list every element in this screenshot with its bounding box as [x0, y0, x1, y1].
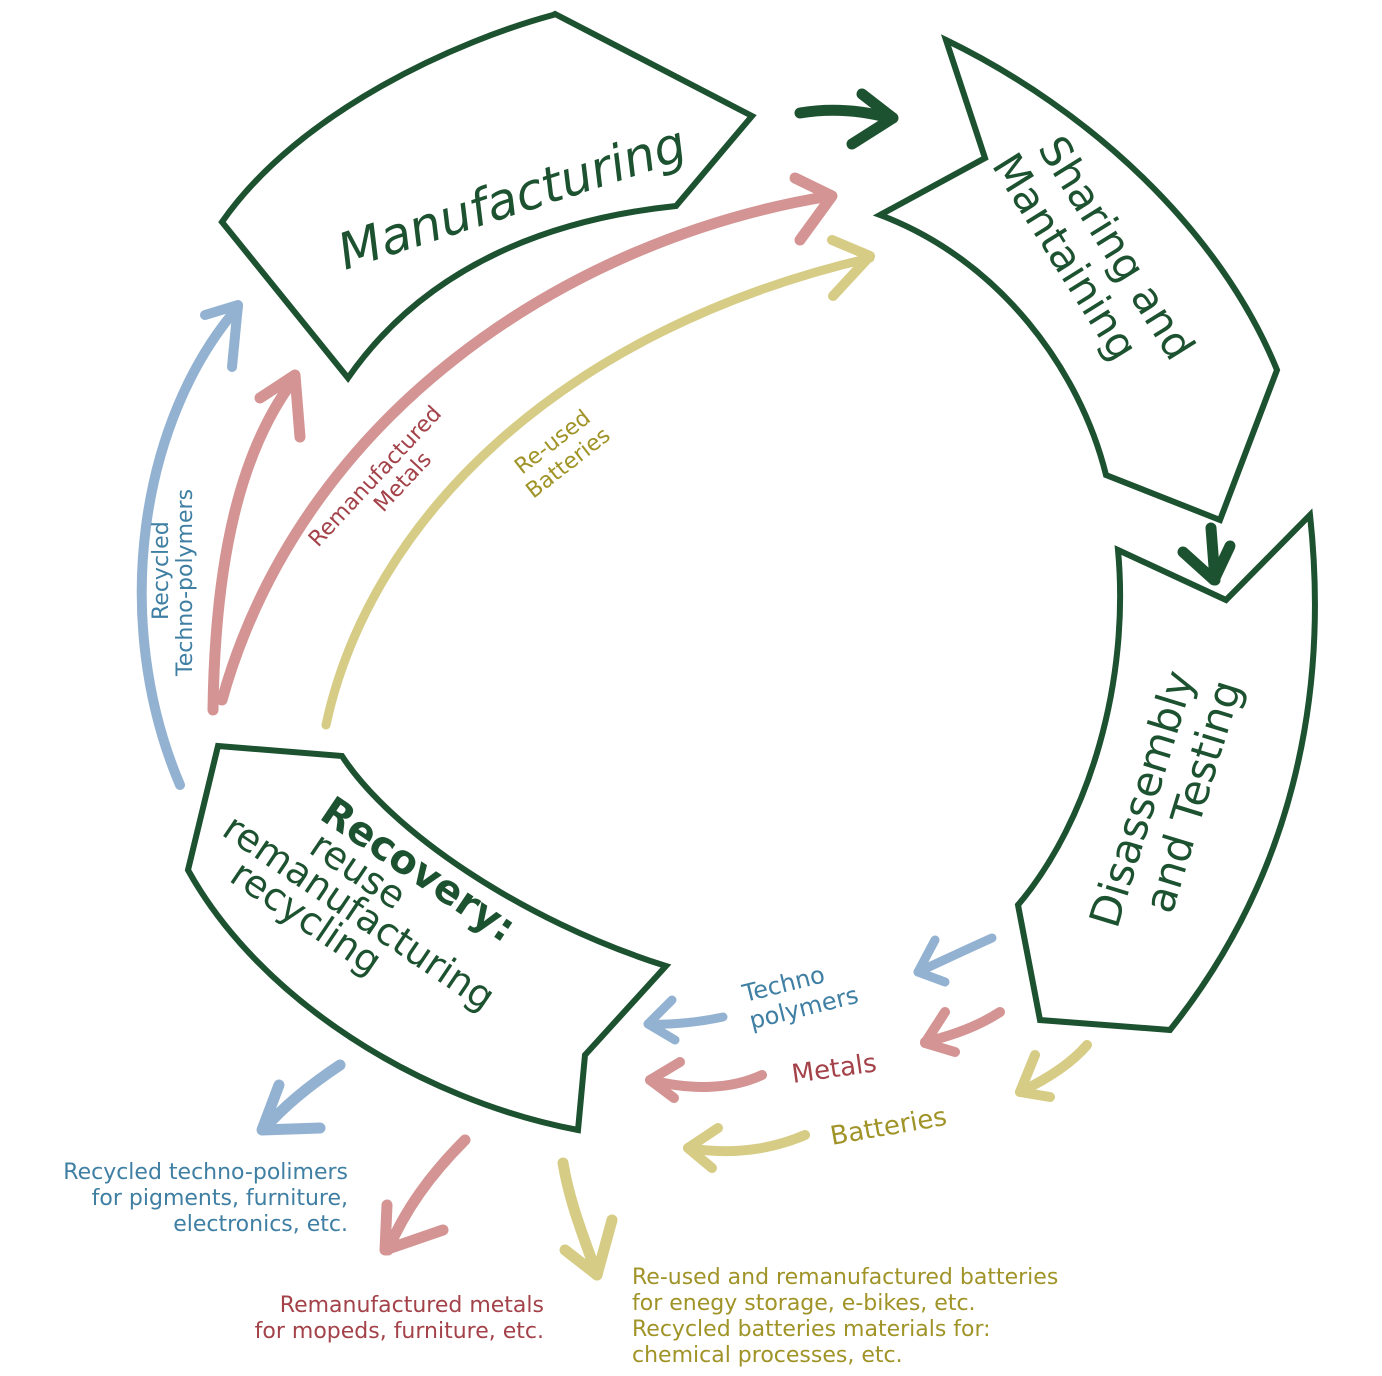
loop-label-recycled-line2: Techno-polymers: [173, 489, 198, 677]
flow-label-metals: Metals: [790, 1048, 879, 1090]
output-arrow-metals: [379, 1134, 471, 1256]
stage-sharing: Sharing and Mantaining: [872, 34, 1281, 524]
output-arrow-polymers: [256, 1059, 346, 1136]
stage-recovery: Recovery: reuse remanufacturing recyclin…: [184, 742, 672, 1134]
stage-arrow-manufacturing-to-sharing: [794, 88, 899, 150]
loop-label-recycled-line1: Recycled: [149, 521, 174, 620]
stage-arrow-sharing-to-disassembly: [1177, 522, 1236, 586]
flow-techno-polymers: Techno polymers: [643, 933, 997, 1045]
output-text-metals: Remanufactured metals for mopeds, furnit…: [254, 1293, 544, 1344]
output-text-polymers: Recycled techno-polimers for pigments, f…: [63, 1160, 348, 1237]
stage-disassembly: Disassembly and Testing: [1014, 508, 1318, 1034]
flow-label-batteries: Batteries: [828, 1102, 949, 1152]
output-arrow-batteries: [557, 1157, 618, 1281]
manufacturing-shape: [218, 10, 757, 383]
recovery-shape: [184, 742, 672, 1134]
loop-recycled-polymers: Recycled Techno-polymers: [136, 300, 243, 790]
output-text-batteries: Re-used and remanufactured batteries for…: [632, 1265, 1059, 1368]
disassembly-shape: [1014, 508, 1318, 1034]
sharing-shape: [872, 34, 1281, 524]
flow-batteries: Batteries: [683, 1040, 1092, 1173]
